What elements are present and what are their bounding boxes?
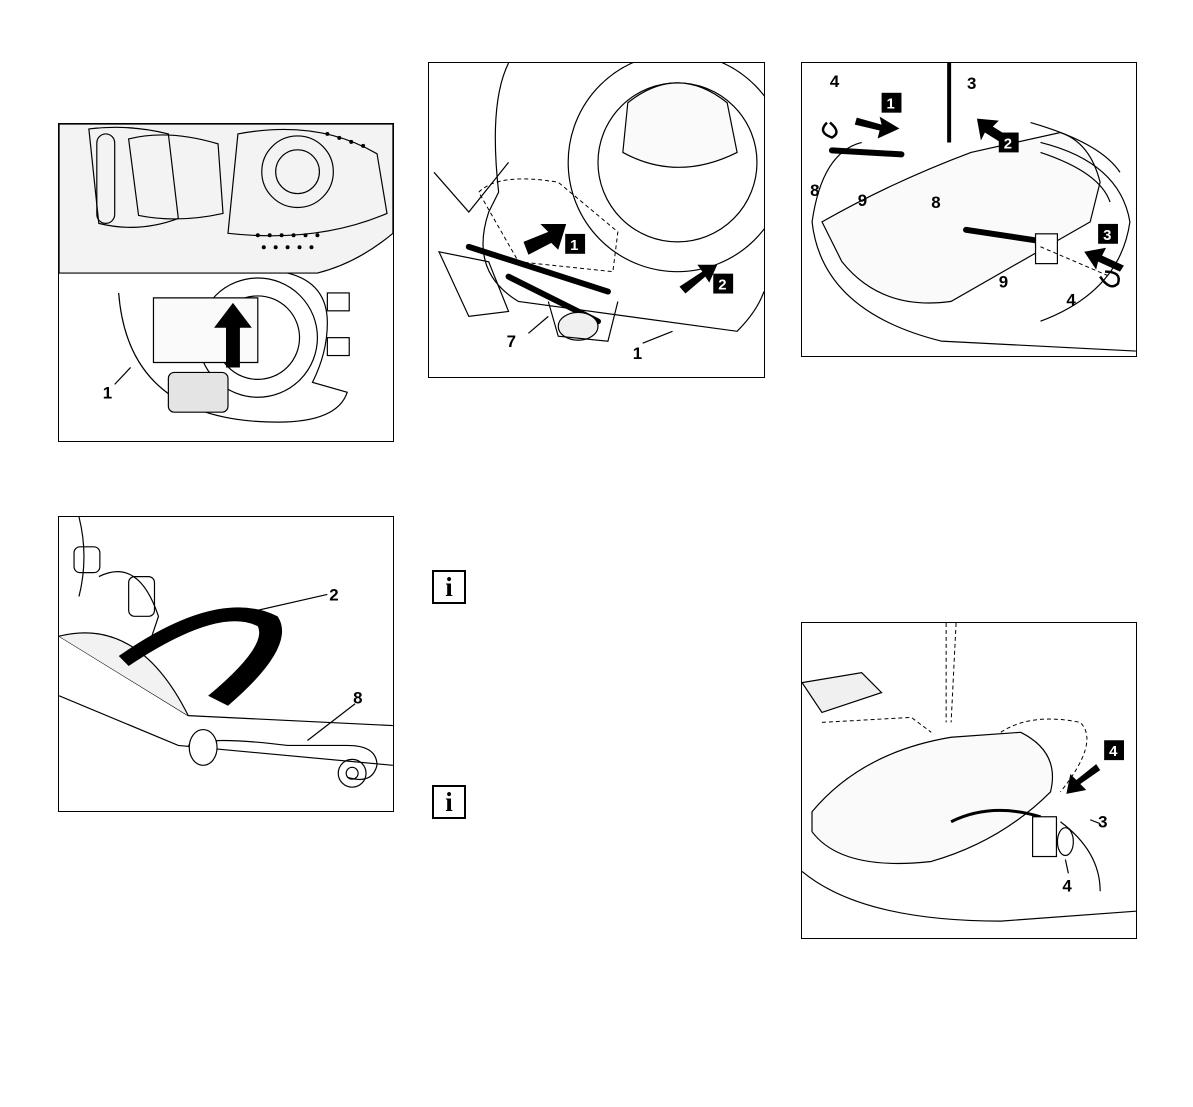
info-icon: i bbox=[432, 785, 466, 819]
callout-label-3: 3 bbox=[1098, 813, 1107, 832]
info-icon-glyph: i bbox=[434, 787, 464, 817]
step-label-3: 3 bbox=[1103, 228, 1111, 244]
callout-label-4: 4 bbox=[1066, 290, 1076, 309]
callout-label-1: 1 bbox=[633, 344, 642, 363]
callout-label-4: 4 bbox=[830, 72, 840, 91]
step-label-2: 2 bbox=[718, 278, 726, 294]
belt-closeup-drawing: 2 8 bbox=[59, 517, 393, 811]
deck-cover-drawing: 1 2 7 1 bbox=[429, 63, 764, 377]
callout-label-9: 9 bbox=[858, 191, 867, 210]
info-icon-glyph: i bbox=[434, 572, 464, 602]
figure-belt-reinstall: 4 3 4 bbox=[801, 622, 1137, 939]
callout-label-9: 9 bbox=[999, 272, 1008, 291]
figure-deck-topview: 1 bbox=[58, 123, 394, 442]
callout-label-8: 8 bbox=[810, 181, 819, 200]
step-label-2: 2 bbox=[1004, 136, 1012, 152]
callout-label-8: 8 bbox=[931, 193, 940, 212]
callout-label-2: 2 bbox=[329, 585, 338, 604]
figure-belt-release: 1 2 3 4 3 8 9 8 9 4 bbox=[801, 62, 1137, 357]
callout-label-3: 3 bbox=[967, 74, 976, 93]
belt-release-drawing: 1 2 3 4 3 8 9 8 9 4 bbox=[802, 63, 1136, 356]
figure-deck-cover: 1 2 7 1 bbox=[428, 62, 765, 378]
figure-belt-closeup: 2 8 bbox=[58, 516, 394, 812]
callout-label-4: 4 bbox=[1062, 876, 1072, 895]
step-label-1: 1 bbox=[570, 238, 578, 254]
info-icon: i bbox=[432, 570, 466, 604]
callout-label-1: 1 bbox=[103, 383, 112, 402]
callout-label-7: 7 bbox=[507, 332, 516, 351]
belt-reinstall-drawing: 4 3 4 bbox=[802, 623, 1136, 938]
callout-label-8: 8 bbox=[353, 689, 362, 708]
step-label-1: 1 bbox=[887, 97, 895, 113]
step-label-4: 4 bbox=[1109, 744, 1118, 760]
deck-topview-drawing: 1 bbox=[59, 124, 393, 441]
